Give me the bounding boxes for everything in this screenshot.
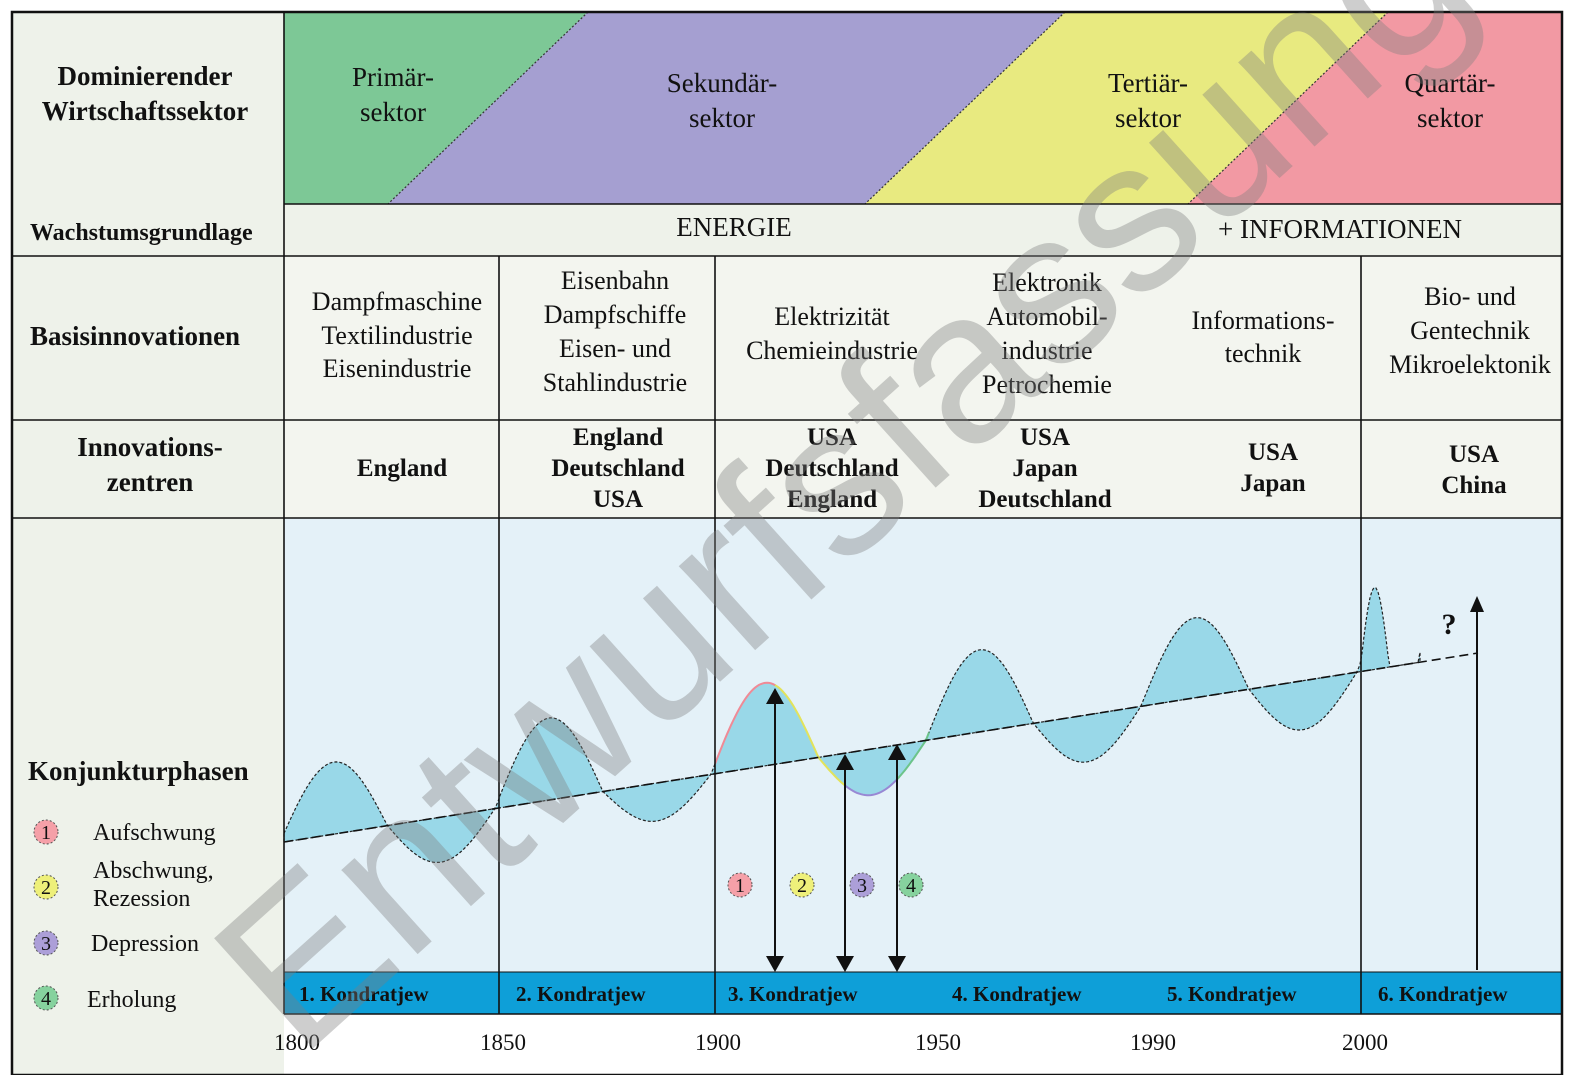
year-axis-area — [284, 1014, 1562, 1075]
row-label-innovations: Basisinnovationen — [30, 321, 240, 351]
phase-segment-recession — [774, 684, 846, 787]
legend-marker-4-label: 4 — [41, 988, 51, 1010]
sector-primary — [284, 12, 588, 204]
outer-frame — [10, 10, 1564, 1075]
year-tick: 1950 — [915, 1030, 961, 1055]
phase-marker-3 — [849, 872, 875, 898]
trend-line — [283, 652, 1479, 843]
question-mark: ? — [1442, 608, 1457, 641]
sector-label-quaternary: Quartär-sektor — [1405, 68, 1496, 133]
phase-markers: 1 2 3 4 — [727, 872, 924, 898]
phase-marker-4 — [898, 872, 924, 898]
kondratjew-6: 6. Kondratjew — [1378, 982, 1508, 1006]
arrow-heads — [766, 596, 1484, 972]
innovation-cell: Informations-technik — [1192, 306, 1335, 368]
kondratjew-bar — [284, 972, 1562, 1014]
sector-quaternary — [1188, 12, 1562, 204]
legend-label-depression: Depression — [91, 931, 199, 957]
legend-marker-2 — [33, 874, 59, 900]
sector-label-tertiary: Tertiär-sektor — [1108, 68, 1188, 133]
legend-marker-1 — [33, 819, 59, 845]
year-tick: 1850 — [480, 1030, 526, 1055]
phase-arrows — [774, 612, 1478, 970]
kondratjew-3: 3. Kondratjew — [728, 982, 858, 1006]
phase-marker-4-label: 4 — [906, 875, 916, 897]
phase-marker-1-label: 1 — [735, 875, 745, 897]
year-tick: 1990 — [1130, 1030, 1176, 1055]
phase-marker-2-label: 2 — [797, 875, 807, 897]
legend-marker-1-label: 1 — [41, 822, 51, 844]
year-tick: 1900 — [695, 1030, 741, 1055]
sector-label-primary: Primär-sektor — [352, 62, 434, 127]
phase-legend: 1 Aufschwung 2 Abschwung,Rezession 3 Dep… — [33, 819, 216, 1013]
row-label-growth: Wachstumsgrundlage — [30, 220, 253, 246]
legend-label-recession: Abschwung,Rezession — [93, 858, 214, 912]
row-label-phases: Konjunkturphasen — [28, 756, 249, 786]
kondratjew-2: 2. Kondratjew — [516, 982, 646, 1006]
kondratjew-4: 4. Kondratjew — [952, 982, 1082, 1006]
growth-energy: ENERGIE — [676, 212, 791, 242]
kondratjew-labels: 1. Kondratjew 2. Kondratjew 3. Kondratje… — [299, 982, 1508, 1006]
row-label-column — [12, 12, 284, 1075]
legend-marker-4 — [33, 985, 59, 1011]
phase-marker-2 — [789, 872, 815, 898]
year-tick: 1800 — [274, 1030, 320, 1055]
center-cell: England — [357, 455, 447, 482]
sector-label-secondary: Sekundär-sektor — [667, 68, 777, 133]
kondratjew-5: 5. Kondratjew — [1167, 982, 1297, 1006]
phase-marker-3-label: 3 — [857, 875, 867, 897]
row-label-centers: Innovations-zentren — [77, 432, 223, 497]
phase-marker-1 — [727, 872, 753, 898]
legend-label-recovery: Erholung — [87, 987, 176, 1013]
legend-marker-3 — [33, 930, 59, 956]
growth-basis-band — [284, 204, 1562, 256]
year-tick: 2000 — [1342, 1030, 1388, 1055]
table-grid — [12, 12, 1562, 1015]
phase-segment-depression — [844, 778, 898, 797]
sector-tertiary — [865, 12, 1388, 204]
legend-label-upswing: Aufschwung — [93, 820, 216, 846]
sector-secondary — [388, 12, 1065, 204]
growth-information: + INFORMATIONEN — [1218, 214, 1462, 244]
innovation-rows-bg — [284, 256, 1562, 518]
kondratjew-1: 1. Kondratjew — [299, 982, 429, 1006]
phase-segment-upswing — [714, 681, 776, 765]
legend-marker-3-label: 3 — [41, 933, 51, 955]
phase-segment-recovery — [896, 732, 930, 781]
year-axis: 1800 1850 1900 1950 1990 2000 — [274, 1030, 1388, 1055]
legend-marker-2-label: 2 — [41, 877, 51, 899]
